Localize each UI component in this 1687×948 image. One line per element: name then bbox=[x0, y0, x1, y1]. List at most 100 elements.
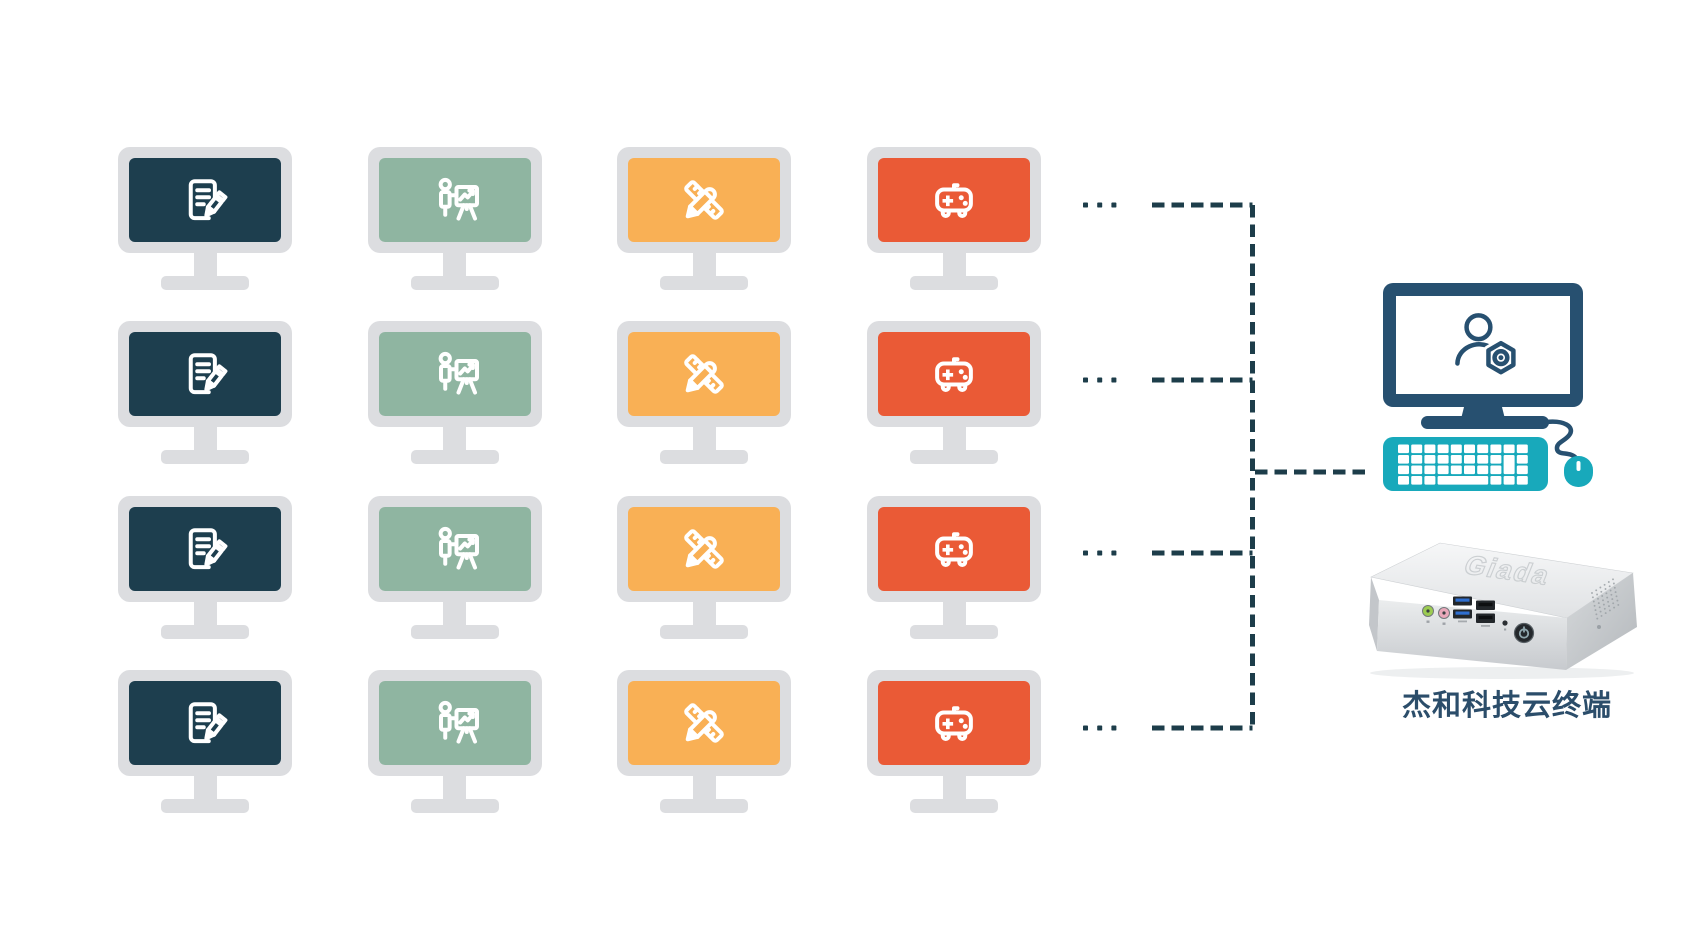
document-edit-icon bbox=[188, 353, 228, 395]
monitor-screen bbox=[129, 332, 281, 417]
monitor-base bbox=[410, 450, 499, 465]
vent-holes bbox=[1591, 578, 1620, 620]
pc-left-edge bbox=[1369, 577, 1379, 651]
client-monitor-ruler-pencil bbox=[617, 669, 792, 813]
monitor-screen bbox=[878, 680, 1031, 765]
keyboard-keys bbox=[1398, 444, 1528, 485]
monitor-stand bbox=[942, 253, 966, 276]
document-edit-icon bbox=[188, 702, 228, 744]
client-monitor-document-edit bbox=[118, 321, 292, 465]
monitor-bezel bbox=[367, 321, 542, 428]
monitor-screen bbox=[628, 158, 781, 242]
monitor-bezel bbox=[118, 321, 292, 428]
ruler-pencil-icon bbox=[683, 354, 725, 395]
monitor-screen bbox=[628, 680, 781, 765]
monitor-bezel bbox=[617, 147, 792, 253]
pc-front-ports bbox=[1422, 596, 1535, 644]
ellipsis-dots-row-2 bbox=[1083, 377, 1117, 383]
client-monitor-ruler-pencil bbox=[617, 321, 792, 465]
monitor-bezel bbox=[867, 321, 1042, 428]
monitor-base bbox=[910, 624, 999, 639]
monitor-base bbox=[910, 276, 999, 290]
presentation-chart-icon bbox=[438, 700, 479, 744]
monitor-stand bbox=[942, 775, 966, 799]
monitor-screen bbox=[129, 680, 281, 765]
monitor-base bbox=[410, 624, 499, 639]
monitor-stand bbox=[193, 601, 217, 625]
client-monitor-ruler-pencil bbox=[617, 495, 792, 639]
terminal-label: 杰和科技云终端 bbox=[1401, 690, 1612, 722]
pc-shadow bbox=[1370, 667, 1634, 679]
usb-ports-black bbox=[1476, 600, 1495, 627]
monitor-base bbox=[910, 798, 999, 813]
power-led bbox=[1502, 620, 1508, 626]
monitor-stand bbox=[193, 775, 217, 799]
client-monitor-document-edit bbox=[118, 147, 292, 290]
client-monitor-document-edit bbox=[118, 669, 292, 813]
keyboard bbox=[1383, 437, 1548, 491]
monitor-stand bbox=[692, 775, 716, 799]
monitor-bezel bbox=[617, 321, 792, 428]
monitor-screen bbox=[378, 506, 531, 591]
power-button bbox=[1513, 622, 1535, 644]
ruler-pencil-icon bbox=[683, 703, 725, 744]
gamepad-icon bbox=[935, 531, 973, 567]
monitor-stand bbox=[443, 253, 467, 276]
monitor-bezel bbox=[617, 669, 792, 776]
presentation-chart-icon bbox=[438, 526, 479, 570]
monitor-bezel bbox=[867, 669, 1042, 776]
monitor-stand bbox=[443, 601, 467, 625]
admin-monitor bbox=[1383, 283, 1583, 429]
monitor-bezel bbox=[118, 495, 292, 602]
monitor-screen bbox=[129, 506, 281, 591]
pc-front-face bbox=[1377, 600, 1567, 670]
client-monitor-presentation-chart bbox=[367, 495, 542, 639]
monitor-stand bbox=[193, 253, 217, 276]
ellipsis-dots-row-4 bbox=[1083, 725, 1117, 731]
monitor-screen bbox=[628, 506, 781, 591]
monitor-base bbox=[161, 276, 249, 290]
mini-pc: Giada bbox=[1369, 542, 1637, 679]
monitor-stand bbox=[692, 601, 716, 625]
monitor-base bbox=[910, 450, 999, 465]
ellipsis-dots-row-3 bbox=[1083, 550, 1117, 556]
presentation-chart-icon bbox=[438, 177, 479, 221]
gamepad-icon bbox=[935, 183, 973, 218]
monitor-base bbox=[410, 798, 499, 813]
client-monitor-ruler-pencil bbox=[617, 147, 792, 290]
user-gear-icon bbox=[1455, 313, 1519, 378]
monitor-stand bbox=[193, 427, 217, 451]
monitor-stand bbox=[443, 427, 467, 451]
gamepad-icon bbox=[935, 357, 973, 393]
admin-monitor-base bbox=[1421, 416, 1549, 429]
document-edit-icon bbox=[188, 527, 228, 569]
monitor-bezel bbox=[617, 495, 792, 602]
ruler-pencil-icon bbox=[683, 528, 725, 570]
mouse bbox=[1564, 456, 1593, 487]
usb-ports-blue bbox=[1453, 596, 1472, 623]
monitor-screen bbox=[878, 506, 1031, 591]
monitor-stand bbox=[443, 775, 467, 799]
mouse-scroll-slit bbox=[1576, 461, 1581, 471]
monitor-stand bbox=[692, 253, 716, 276]
monitor-base bbox=[410, 276, 499, 290]
side-hole bbox=[1597, 625, 1601, 629]
monitor-base bbox=[161, 624, 249, 639]
monitor-bezel bbox=[118, 669, 292, 776]
monitor-bezel bbox=[367, 495, 542, 602]
monitor-screen bbox=[129, 158, 281, 242]
monitor-bezel bbox=[367, 669, 542, 776]
client-monitor-presentation-chart bbox=[367, 147, 542, 290]
mouse-cable bbox=[1543, 419, 1579, 461]
client-monitor-presentation-chart bbox=[367, 669, 542, 813]
monitor-screen bbox=[378, 158, 531, 242]
pc-right-face bbox=[1566, 573, 1637, 670]
monitor-screen bbox=[378, 680, 531, 765]
monitor-stand bbox=[692, 427, 716, 451]
client-monitor-document-edit bbox=[118, 495, 292, 639]
client-monitor-gamepad bbox=[867, 669, 1042, 813]
client-monitor-gamepad bbox=[867, 495, 1042, 639]
